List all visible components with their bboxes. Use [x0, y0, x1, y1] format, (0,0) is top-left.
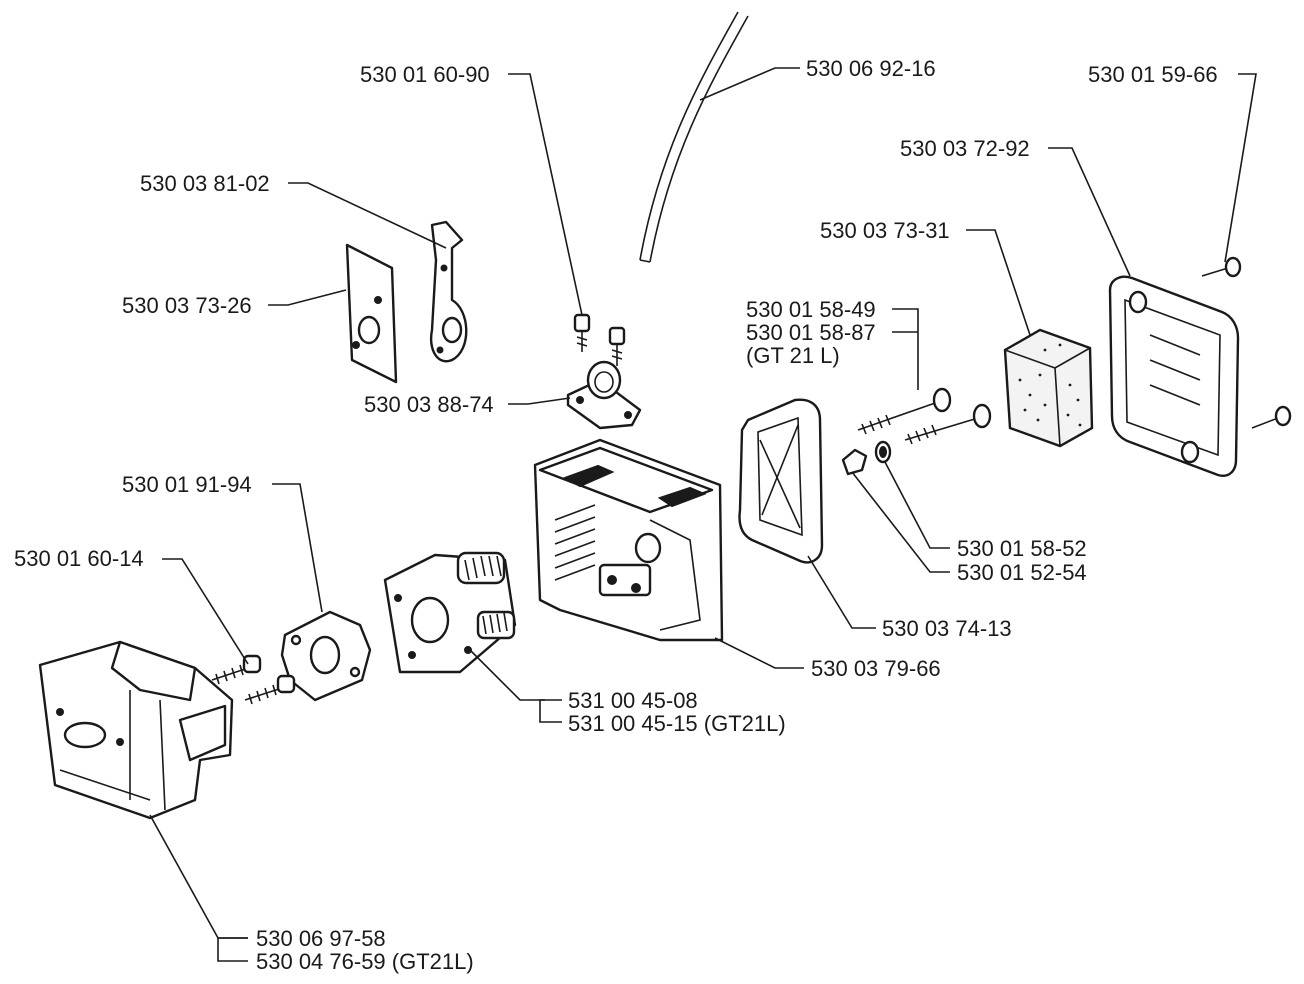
- filter-element-part: [1003, 328, 1094, 448]
- label-carburetor-1: 531 00 45-08: [568, 688, 698, 713]
- label-bracket: 530 03 88-74: [364, 392, 494, 417]
- filter-cover-part: [1108, 275, 1240, 477]
- filter-gasket-part: [738, 398, 824, 564]
- label-washer-1: 530 01 58-52: [957, 536, 1087, 561]
- part-labels: 530 01 60-90 530 06 92-16 530 01 59-66 5…: [14, 56, 1218, 974]
- filter-housing-part: [533, 438, 724, 642]
- fuel-hose-part: [639, 11, 749, 263]
- label-gasket-plate: 530 03 73-26: [122, 293, 252, 318]
- label-filter-element: 530 03 73-31: [820, 218, 950, 243]
- label-screw-left: 530 01 60-14: [14, 546, 144, 571]
- cover-screws-part: [1201, 256, 1292, 429]
- long-bolts-part: [857, 387, 992, 445]
- label-air-box-1: 530 06 97-58: [256, 926, 386, 951]
- choke-lever-part: [429, 220, 468, 363]
- label-fuel-hose: 530 06 92-16: [806, 56, 936, 81]
- label-cover-screw: 530 01 59-66: [1088, 62, 1218, 87]
- label-screw-top: 530 01 60-90: [360, 62, 490, 87]
- label-long-bolt-2: 530 01 58-87: [746, 320, 876, 345]
- bracket-part: [566, 360, 642, 430]
- label-air-box-2: 530 04 76-59 (GT21L): [256, 949, 474, 974]
- leader-lines: [149, 67, 1257, 962]
- top-screws-part: [573, 313, 626, 366]
- label-long-bolt-1: 530 01 58-49: [746, 297, 876, 322]
- label-washer-2: 530 01 52-54: [957, 560, 1087, 585]
- carb-gasket-part: [280, 610, 372, 702]
- label-long-bolt-variant: (GT 21 L): [746, 343, 840, 368]
- left-screws-part: [211, 654, 296, 705]
- label-filter-cover: 530 03 72-92: [900, 136, 1030, 161]
- air-box-part: [38, 640, 234, 820]
- washers-part: [841, 440, 892, 476]
- label-filter-gasket: 530 03 74-13: [882, 616, 1012, 641]
- label-gasket: 530 01 91-94: [122, 472, 252, 497]
- label-filter-housing: 530 03 79-66: [811, 656, 941, 681]
- gasket-plate-part: [345, 243, 398, 384]
- carburetor-part: [383, 551, 517, 674]
- label-carburetor-2: 531 00 45-15 (GT21L): [568, 711, 786, 736]
- label-choke-lever: 530 03 81-02: [140, 171, 270, 196]
